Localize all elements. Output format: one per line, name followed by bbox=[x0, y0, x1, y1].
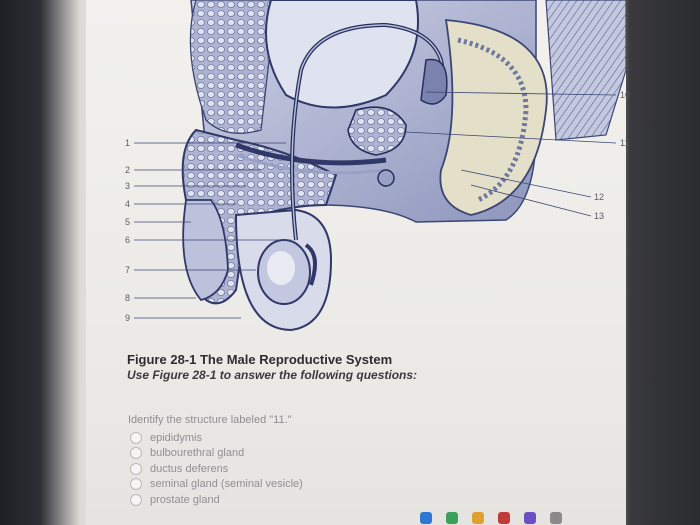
rectum bbox=[439, 18, 548, 216]
app-icon[interactable] bbox=[498, 511, 510, 524]
app-icon[interactable] bbox=[472, 511, 484, 524]
label-10: 10 bbox=[620, 90, 631, 100]
app-icon[interactable] bbox=[446, 511, 458, 524]
urethra bbox=[235, 142, 387, 166]
label-3: 3 bbox=[125, 181, 131, 191]
label-5: 5 bbox=[125, 217, 131, 227]
label-13: 13 bbox=[594, 211, 605, 221]
label-2: 2 bbox=[125, 165, 131, 175]
option-seminal-gland[interactable]: seminal gland (seminal vesicle) bbox=[128, 477, 303, 493]
label-12: 12 bbox=[594, 192, 605, 202]
leader-lines-right bbox=[405, 91, 617, 217]
option-label: bulbourethral gland bbox=[150, 447, 245, 460]
option-bulbourethral-gland[interactable]: bulbourethral gland bbox=[128, 446, 303, 462]
prostate bbox=[347, 106, 407, 156]
option-label: epididymis bbox=[150, 431, 202, 444]
label-1: 1 bbox=[125, 138, 131, 148]
radio-button[interactable] bbox=[130, 478, 142, 491]
taskbar bbox=[420, 510, 650, 525]
answer-options: epididymis bulbourethral gland ductus de… bbox=[128, 430, 303, 508]
label-11: 11 bbox=[620, 138, 630, 148]
question-prompt: Identify the structure labeled "11." bbox=[128, 414, 292, 426]
epididymis bbox=[304, 243, 317, 286]
radio-button[interactable] bbox=[130, 447, 142, 460]
leader-lines-left bbox=[134, 142, 291, 319]
label-8: 8 bbox=[125, 293, 131, 303]
bulbourethral-gland bbox=[377, 169, 395, 187]
option-ductus-deferens[interactable]: ductus deferens bbox=[128, 461, 303, 477]
abdominal-wall bbox=[189, 0, 277, 134]
figure-caption-title: Figure 28-1 The Male Reproductive System bbox=[127, 352, 393, 367]
radio-button[interactable] bbox=[130, 462, 142, 475]
seminal-vesicle bbox=[420, 58, 448, 105]
radio-button[interactable] bbox=[130, 431, 142, 444]
testis-highlight bbox=[267, 251, 295, 285]
label-9: 9 bbox=[125, 313, 131, 323]
sacrum bbox=[545, 0, 626, 141]
option-label: prostate gland bbox=[150, 493, 220, 506]
radio-button[interactable] bbox=[130, 493, 142, 506]
option-label: seminal gland (seminal vesicle) bbox=[150, 478, 303, 491]
rectal-wall bbox=[457, 37, 529, 203]
app-icon[interactable] bbox=[524, 511, 536, 524]
figure-caption-instruction: Use Figure 28-1 to answer the following … bbox=[127, 368, 418, 382]
label-7: 7 bbox=[125, 265, 131, 275]
label-6: 6 bbox=[125, 235, 131, 245]
glans bbox=[182, 199, 229, 302]
option-label: ductus deferens bbox=[150, 462, 229, 475]
option-epididymis[interactable]: epididymis bbox=[128, 430, 303, 446]
anatomy-figure bbox=[134, 0, 626, 332]
app-icon[interactable] bbox=[550, 511, 562, 524]
option-prostate-gland[interactable]: prostate gland bbox=[128, 492, 303, 508]
app-icon[interactable] bbox=[420, 511, 432, 524]
label-4: 4 bbox=[125, 199, 131, 209]
corpus-spongiosum bbox=[235, 153, 387, 175]
